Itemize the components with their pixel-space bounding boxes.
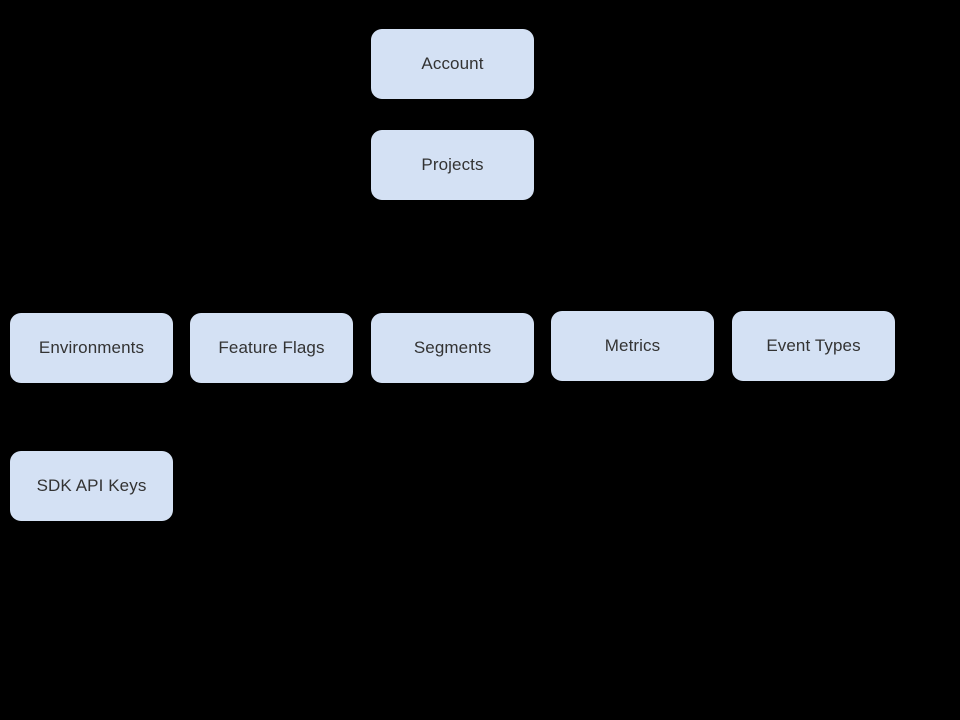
node-label: Environments: [38, 337, 145, 357]
node-label: SDK API Keys: [36, 475, 147, 495]
node-label: Event Types: [766, 335, 861, 355]
node-event-types[interactable]: Event Types: [732, 311, 895, 381]
node-segments[interactable]: Segments: [371, 313, 534, 383]
node-label: Account: [421, 53, 484, 73]
node-label: Feature Flags: [218, 337, 325, 357]
node-label: Segments: [413, 337, 492, 357]
node-projects[interactable]: Projects: [371, 130, 534, 200]
node-metrics[interactable]: Metrics: [551, 311, 714, 381]
node-environments[interactable]: Environments: [10, 313, 173, 383]
node-label: Metrics: [604, 335, 661, 355]
node-label: Projects: [421, 154, 484, 174]
node-account[interactable]: Account: [371, 29, 534, 99]
node-sdk-api-keys[interactable]: SDK API Keys: [10, 451, 173, 521]
node-feature-flags[interactable]: Feature Flags: [190, 313, 353, 383]
